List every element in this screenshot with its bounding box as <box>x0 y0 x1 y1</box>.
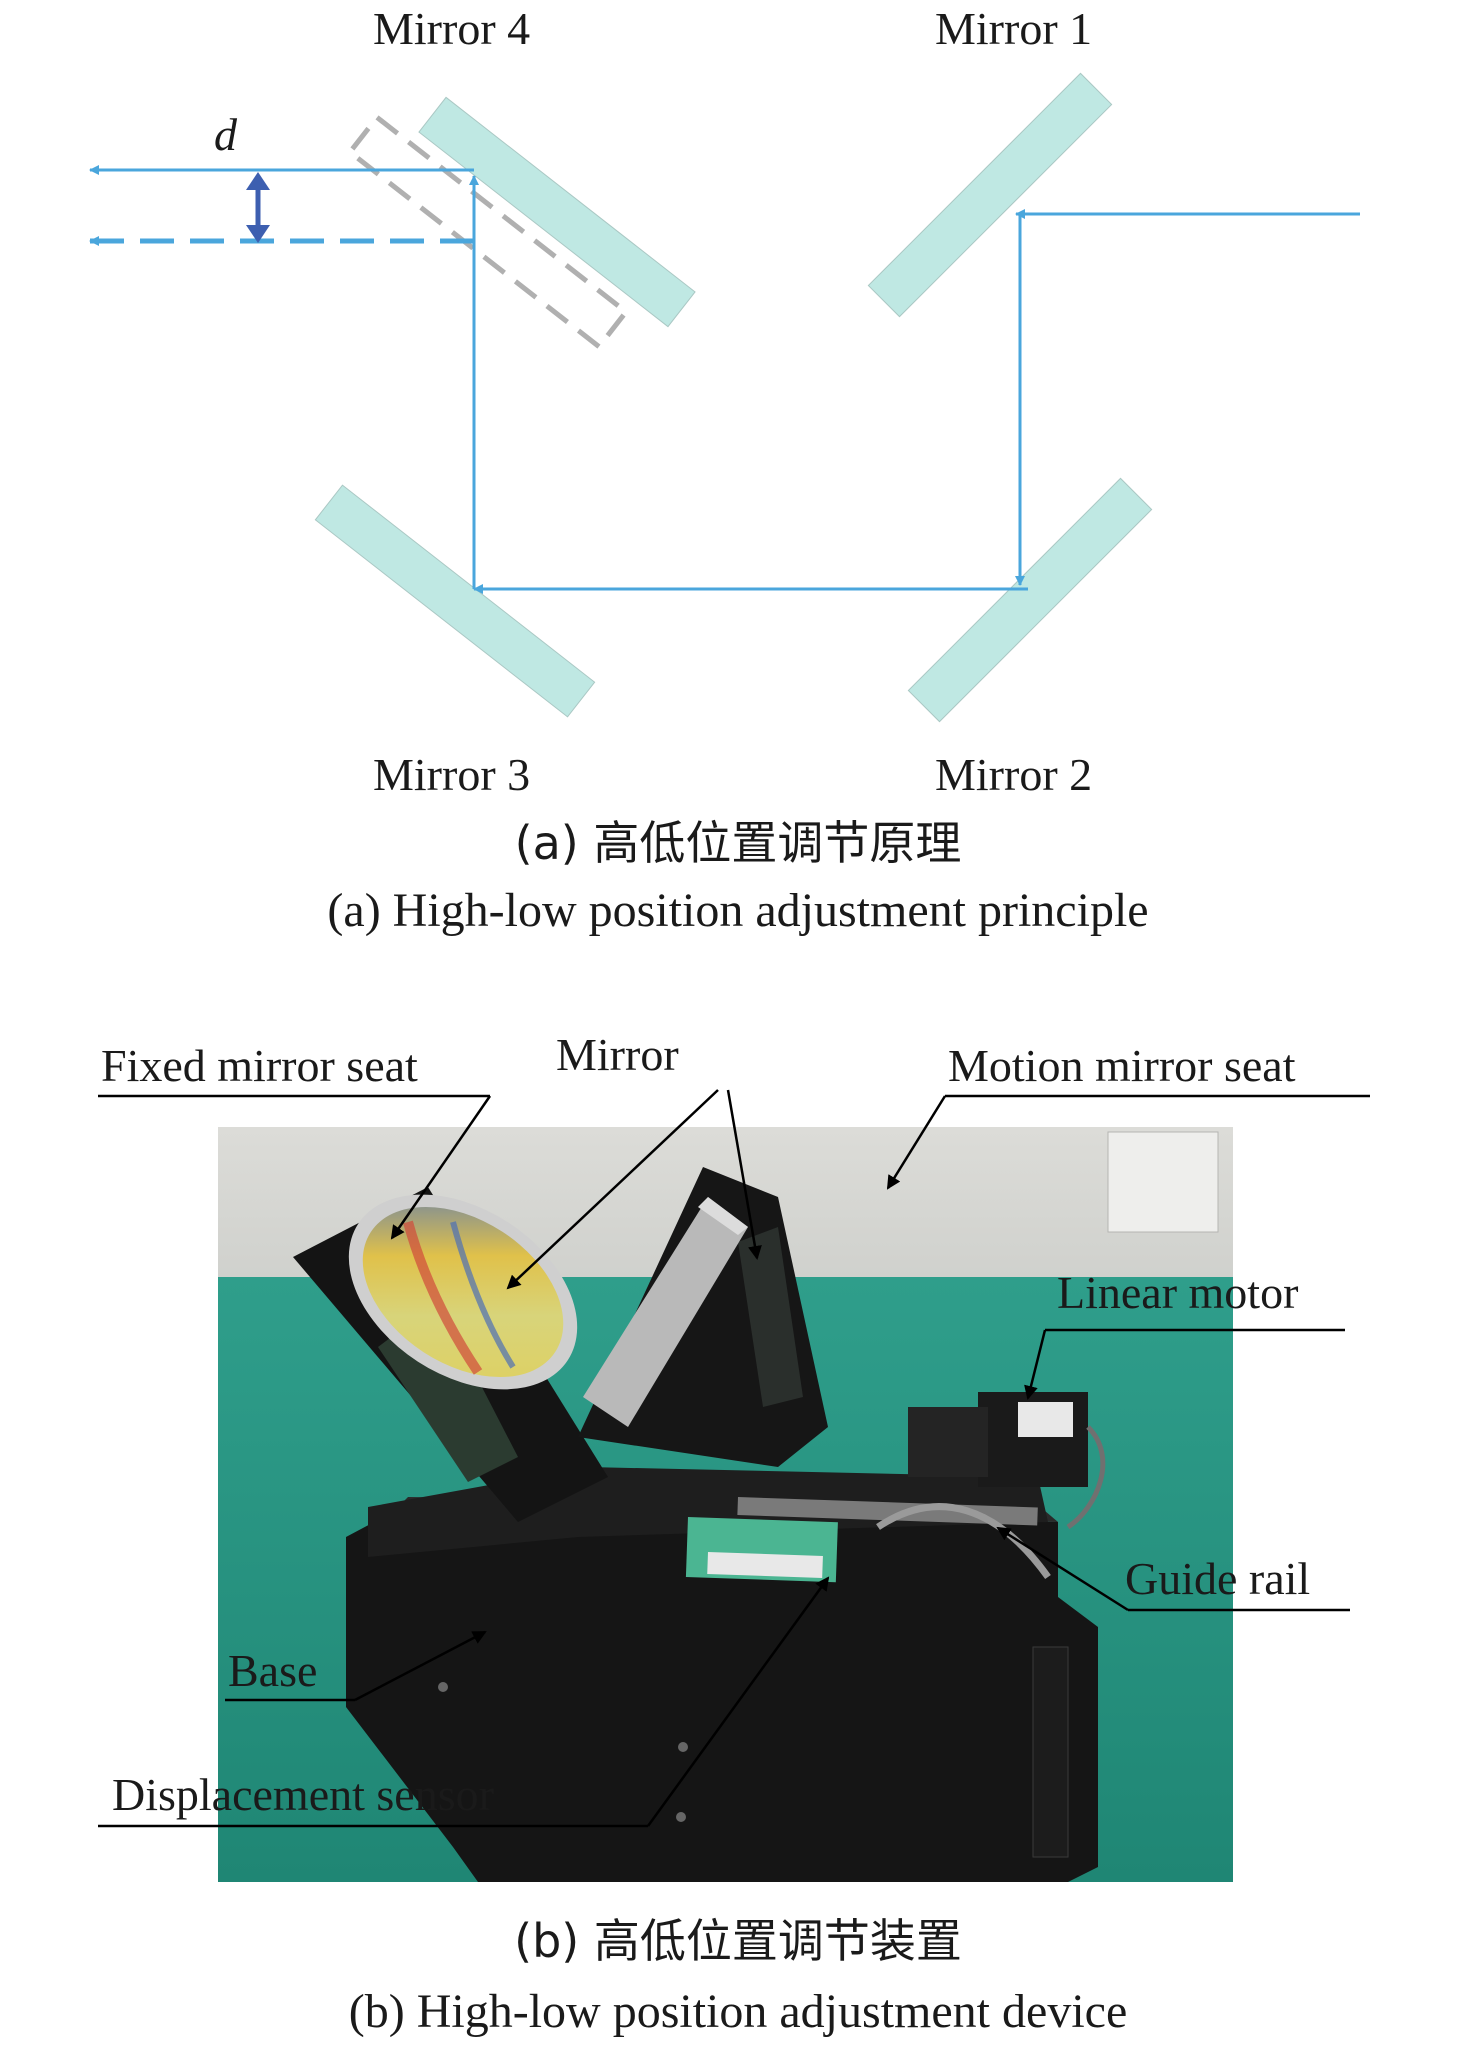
mirror-2 <box>907 477 1153 723</box>
caption-a-en: (a) High-low position adjustment princip… <box>327 884 1149 937</box>
motion-mirror-seat-label: Motion mirror seat <box>948 1040 1296 1091</box>
mirror-1-label: Mirror 1 <box>935 3 1093 54</box>
caption-a-zh: (a) 高低位置调节原理 <box>514 816 962 870</box>
base-block <box>346 1512 1098 1882</box>
mirror-label: Mirror <box>556 1029 679 1080</box>
base-label: Base <box>228 1645 318 1696</box>
mirror-3-label: Mirror 3 <box>373 749 531 800</box>
principle-diagram <box>89 72 1360 723</box>
motion-mirror <box>583 1197 748 1427</box>
displacement-sensor-label: Displacement sensor <box>112 1769 494 1820</box>
mirror-3 <box>314 484 596 718</box>
mirror-2-label: Mirror 2 <box>935 749 1093 800</box>
caption-b-zh: (b) 高低位置调节装置 <box>514 1914 962 1968</box>
caption-b-en: (b) High-low position adjustment device <box>348 1985 1128 2038</box>
mirror-4-displaced <box>346 113 630 351</box>
guide-rail <box>737 1497 1038 1526</box>
beam-path <box>89 165 1360 594</box>
mirror-1 <box>867 72 1113 318</box>
offset-arrow <box>246 172 270 243</box>
mirror-4 <box>418 96 696 328</box>
guide-rail-label: Guide rail <box>1125 1553 1311 1604</box>
device-photo <box>218 1127 1233 1882</box>
offset-label: d <box>214 109 237 160</box>
fixed-mirror-seat-label: Fixed mirror seat <box>101 1040 418 1091</box>
sensor-cable <box>876 1503 1051 1580</box>
linear-motor-label: Linear motor <box>1057 1267 1299 1318</box>
mirror-4-label: Mirror 4 <box>373 3 531 54</box>
wall-switch <box>1107 1131 1219 1233</box>
